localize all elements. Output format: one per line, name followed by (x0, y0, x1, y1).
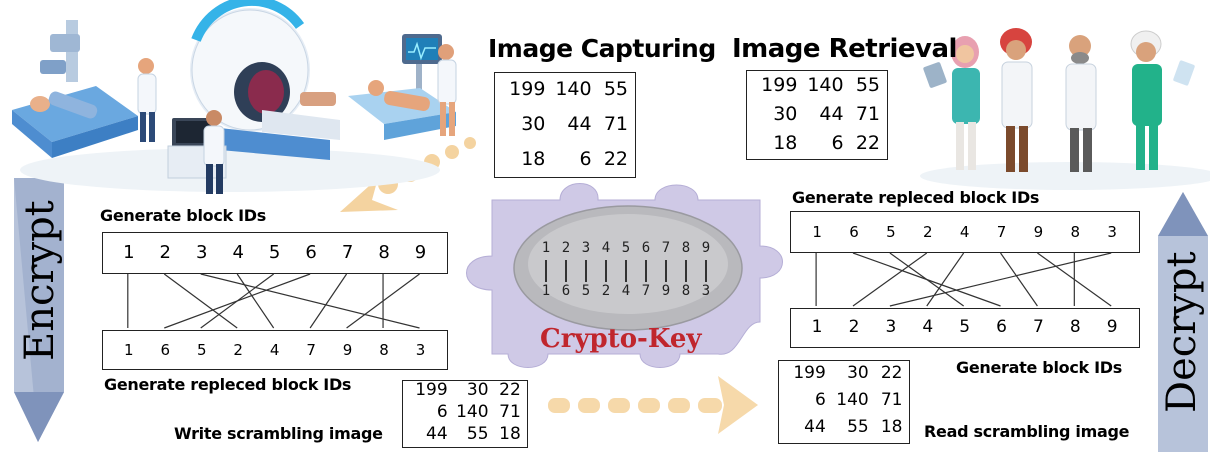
matrix-cell: 44 (819, 103, 844, 125)
matrix-cell: 55 (603, 78, 628, 101)
generate-block-ids-label-left: Generate block IDs (100, 206, 266, 225)
block-id: 9 (414, 241, 427, 263)
block-id: 1 (124, 340, 134, 359)
matrix-cell: 55 (855, 73, 880, 96)
image-retrieval-title: Image Retrieval (732, 34, 957, 64)
capturing-matrix: 199 140 55 30 44 71 18 6 22 (494, 72, 636, 178)
generate-block-ids-label-right: Generate block IDs (956, 358, 1122, 377)
right-block-ids-box: 1 2 3 4 5 6 7 8 9 (790, 308, 1140, 348)
matrix-cell: 44 (804, 417, 826, 438)
block-id: 7 (1033, 317, 1044, 338)
generate-replaced-block-ids-label-right: Generate repleced block IDs (792, 188, 1040, 207)
medical-imaging-illustration (12, 0, 457, 194)
matrix-cell: 71 (880, 390, 903, 410)
block-id: 5 (959, 317, 971, 338)
matrix-cell: 30 (773, 103, 798, 125)
block-id: 6 (305, 241, 317, 263)
matrix-cell: 71 (603, 113, 628, 135)
matrix-cell: 30 (521, 113, 546, 135)
matrix-cell: 44 (567, 113, 592, 135)
left-replaced-ids-box: 1 6 5 2 4 7 9 8 3 (102, 330, 448, 370)
block-id: 9 (1106, 317, 1118, 338)
image-capturing-title: Image Capturing (488, 34, 716, 63)
matrix-cell: 199 (793, 362, 826, 383)
block-id: 4 (922, 317, 934, 338)
matrix-cell: 6 (579, 147, 592, 170)
scrambled-read-matrix: 199 30 22 6 140 71 44 55 18 (778, 360, 910, 444)
matrix-cell: 18 (880, 417, 903, 438)
block-id: 4 (232, 241, 244, 263)
block-id: 3 (415, 340, 426, 359)
matrix-cell: 18 (499, 424, 521, 444)
block-id: 7 (341, 241, 354, 263)
write-scrambling-image-label: Write scrambling image (174, 424, 383, 443)
block-id: 5 (196, 340, 207, 359)
doctors-group-illustration (920, 28, 1210, 190)
matrix-cell: 140 (836, 390, 869, 410)
decrypt-ribbon (1158, 192, 1208, 452)
matrix-cell: 199 (415, 380, 448, 400)
block-id: 6 (849, 222, 859, 241)
matrix-cell: 6 (814, 390, 826, 410)
matrix-cell: 30 (466, 380, 489, 400)
matrix-cell: 55 (847, 417, 869, 438)
matrix-cell: 30 (847, 362, 869, 383)
block-id: 1 (812, 222, 822, 241)
block-id: 1 (811, 317, 823, 338)
matrix-cell: 18 (521, 147, 546, 170)
matrix-cell: 18 (773, 132, 798, 155)
matrix-cell: 22 (880, 362, 903, 383)
block-id: 8 (378, 241, 390, 263)
matrix-cell: 140 (456, 402, 489, 422)
block-id: 3 (1107, 222, 1117, 241)
matrix-cell: 22 (499, 380, 521, 400)
scrambled-write-matrix: 199 30 22 6 140 71 44 55 18 (402, 380, 528, 448)
matrix-cell: 6 (831, 132, 844, 155)
matrix-cell: 22 (855, 132, 880, 155)
block-id: 4 (269, 340, 280, 359)
encrypt-ribbon (14, 178, 64, 442)
read-scrambling-image-label: Read scrambling image (924, 422, 1130, 441)
block-id: 8 (1070, 222, 1081, 241)
left-block-ids-box: 1 2 3 4 5 6 7 8 9 (102, 232, 448, 274)
matrix-cell: 71 (499, 402, 521, 422)
block-id: 7 (306, 340, 316, 359)
arrow-to-decrypt (548, 376, 758, 434)
matrix-cell: 199 (509, 78, 546, 101)
block-id: 9 (1033, 222, 1044, 241)
decrypt-label: Decrypt (1159, 251, 1205, 413)
block-id: 2 (848, 317, 860, 338)
matrix-cell: 55 (466, 424, 489, 444)
block-id: 6 (160, 340, 171, 359)
block-id: 8 (1069, 317, 1081, 338)
right-replaced-ids-box: 1 6 5 2 4 7 9 8 3 (790, 211, 1140, 253)
block-id: 2 (922, 222, 933, 241)
block-id: 5 (268, 241, 281, 263)
retrieval-matrix: 199 140 55 30 44 71 18 6 22 (746, 70, 888, 160)
block-id: 8 (379, 340, 389, 359)
block-id: 5 (886, 222, 896, 241)
encrypt-label: Encrypt (17, 200, 63, 361)
matrix-cell: 71 (855, 103, 880, 125)
generate-replaced-block-ids-label-left: Generate repleced block IDs (104, 375, 352, 394)
block-id: 3 (885, 317, 897, 338)
matrix-cell: 6 (436, 402, 448, 422)
matrix-cell: 44 (426, 424, 448, 444)
block-id: 3 (195, 241, 208, 263)
matrix-cell: 22 (603, 147, 628, 170)
block-id: 2 (233, 340, 243, 359)
block-id: 6 (996, 317, 1007, 338)
matrix-cell: 140 (807, 73, 844, 96)
matrix-cell: 199 (761, 73, 798, 96)
block-id: 2 (159, 241, 171, 263)
block-id: 1 (123, 241, 135, 263)
matrix-cell: 140 (555, 78, 592, 101)
block-id: 7 (996, 222, 1007, 241)
block-id: 9 (342, 340, 353, 359)
crypto-key-label: Crypto-Key (540, 324, 702, 354)
block-id: 4 (959, 222, 970, 241)
